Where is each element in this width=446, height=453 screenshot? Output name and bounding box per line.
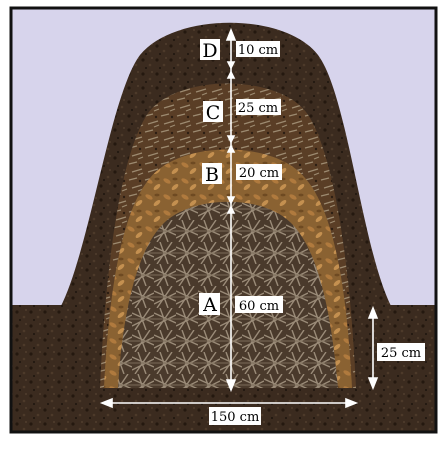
pit-depth-label: 25 cm xyxy=(381,346,421,361)
layer-c-thickness: 25 cm xyxy=(238,101,278,116)
layer-a-wood xyxy=(118,201,338,388)
base-width-label: 150 cm xyxy=(211,410,260,425)
layer-b-letter: B xyxy=(205,164,219,186)
layer-b-letter-box xyxy=(202,163,222,184)
height-measure xyxy=(225,27,237,393)
pit-depth-measure xyxy=(367,305,379,391)
layer-d-letter: D xyxy=(202,40,217,62)
layer-a-thickness-box xyxy=(235,296,283,313)
pit-depth-box xyxy=(377,343,425,361)
layer-d-thickness: 10 cm xyxy=(238,43,278,58)
layer-c-letter: C xyxy=(206,102,221,124)
layer-b-thickness: 20 cm xyxy=(239,166,279,181)
divider-c-b xyxy=(226,135,236,144)
image-frame xyxy=(9,6,438,434)
divider-d-c xyxy=(226,61,236,70)
layer-b-thickness-box xyxy=(236,164,282,180)
base-width-measure xyxy=(99,397,359,409)
layer-c-thickness-box xyxy=(236,99,281,115)
divider-b-a xyxy=(226,196,236,205)
layer-a-letter-box xyxy=(199,293,220,315)
layer-c-letter-box xyxy=(203,101,223,122)
layer-a-thickness: 60 cm xyxy=(239,299,279,314)
base-width-box xyxy=(209,407,261,425)
layer-a-letter: A xyxy=(202,294,217,316)
layer-d-thickness-box xyxy=(236,41,280,57)
layer-d-letter-box xyxy=(200,39,220,60)
